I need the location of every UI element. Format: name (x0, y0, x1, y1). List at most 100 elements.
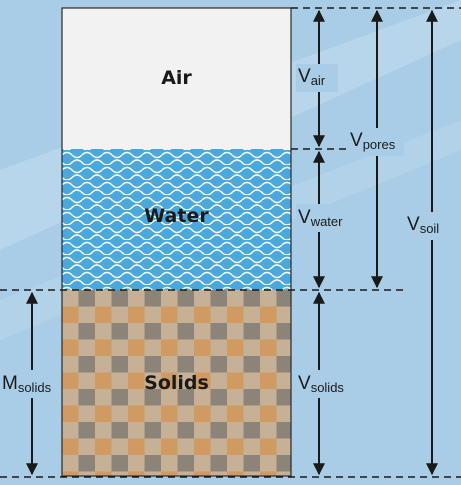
v-air-subscript: air (310, 73, 326, 88)
solids-tile (161, 290, 178, 307)
solids-tile (260, 290, 277, 307)
solids-tile (95, 372, 112, 389)
solids-tile (128, 455, 145, 472)
solids-tile (95, 455, 112, 472)
solids-tile (177, 356, 194, 373)
solids-tile (194, 405, 211, 422)
solids-tile (128, 471, 145, 476)
solids-tile (128, 372, 145, 389)
solids-tile (62, 405, 79, 422)
solids-tile (161, 471, 178, 476)
solids-tile (243, 339, 260, 356)
v-air-base: V (298, 66, 311, 87)
solids-tile (243, 389, 260, 406)
label-bg (0, 370, 60, 398)
air-label: Air (161, 67, 192, 89)
m-solids-label: Msolids (2, 374, 51, 394)
solids-tile (194, 372, 211, 389)
solids-tile (177, 323, 194, 340)
solids-tile (161, 455, 178, 472)
solids-tile (260, 356, 277, 373)
solids-tile (194, 306, 211, 323)
solids-tile (276, 290, 291, 307)
solids-tile (161, 405, 178, 422)
solids-tile (243, 372, 260, 389)
solids-tile (78, 323, 95, 340)
solids-tile (78, 405, 95, 422)
solids-tile (260, 306, 277, 323)
solids-tile (194, 290, 211, 307)
solids-tile (260, 471, 277, 476)
solids-tile (210, 323, 227, 340)
solids-tile (276, 455, 291, 472)
m-solids-base: M (2, 373, 18, 394)
solids-tile (260, 422, 277, 439)
v-pores-base: V (350, 130, 363, 151)
solids-tile (194, 471, 211, 476)
solids-tile (111, 422, 128, 439)
solids-tile (194, 389, 211, 406)
solids-tile (161, 323, 178, 340)
solids-tile (194, 356, 211, 373)
solids-tile (144, 389, 161, 406)
solids-tile (128, 389, 145, 406)
v-solids-label: Vsolids (298, 374, 344, 394)
solids-tile (227, 290, 244, 307)
solids-tile (161, 389, 178, 406)
column-outline (61, 7, 292, 477)
solids-tile (260, 438, 277, 455)
solids-tile (243, 323, 260, 340)
solids-tile (276, 372, 291, 389)
solids-tile (227, 405, 244, 422)
solids-tile (128, 323, 145, 340)
solids-tile (128, 422, 145, 439)
solids-tile (144, 339, 161, 356)
solids-tile (243, 455, 260, 472)
solids-tile (210, 471, 227, 476)
solids-tile (227, 323, 244, 340)
solids-label: Solids (144, 372, 209, 394)
solids-tile (144, 356, 161, 373)
solids-tile (144, 471, 161, 476)
v-solids-base: V (298, 373, 311, 394)
solids-tile (260, 323, 277, 340)
solids-tile (95, 471, 112, 476)
solids-tile (144, 422, 161, 439)
solids-tile (62, 372, 79, 389)
solids-tile (243, 356, 260, 373)
v-water-base: V (298, 207, 311, 228)
solids-tile (177, 438, 194, 455)
solids-tile (144, 405, 161, 422)
solids-tile (78, 455, 95, 472)
solids-tile (78, 306, 95, 323)
water-waves (62, 149, 291, 290)
solids-tile (144, 306, 161, 323)
solids-tile (210, 356, 227, 373)
solids-tile (276, 471, 291, 476)
solids-tile (260, 372, 277, 389)
solids-tile (194, 455, 211, 472)
solids-tile (177, 455, 194, 472)
label-bg (404, 212, 448, 240)
solids-tile (210, 422, 227, 439)
solids-tile (128, 306, 145, 323)
solids-tile (78, 372, 95, 389)
solids-tile (111, 356, 128, 373)
solids-tile (144, 323, 161, 340)
solids-tile (62, 339, 79, 356)
solids-tile (128, 290, 145, 307)
solids-tile (177, 422, 194, 439)
solids-tile (95, 339, 112, 356)
solids-tile (111, 455, 128, 472)
solids-tile (210, 405, 227, 422)
solids-tile (177, 471, 194, 476)
solids-tile (177, 290, 194, 307)
solids-tile (210, 290, 227, 307)
water-label: Water (144, 205, 209, 227)
solids-tile (111, 290, 128, 307)
solids-tile (62, 356, 79, 373)
solids-tile (111, 339, 128, 356)
solids-tile (62, 438, 79, 455)
solids-tile (177, 405, 194, 422)
